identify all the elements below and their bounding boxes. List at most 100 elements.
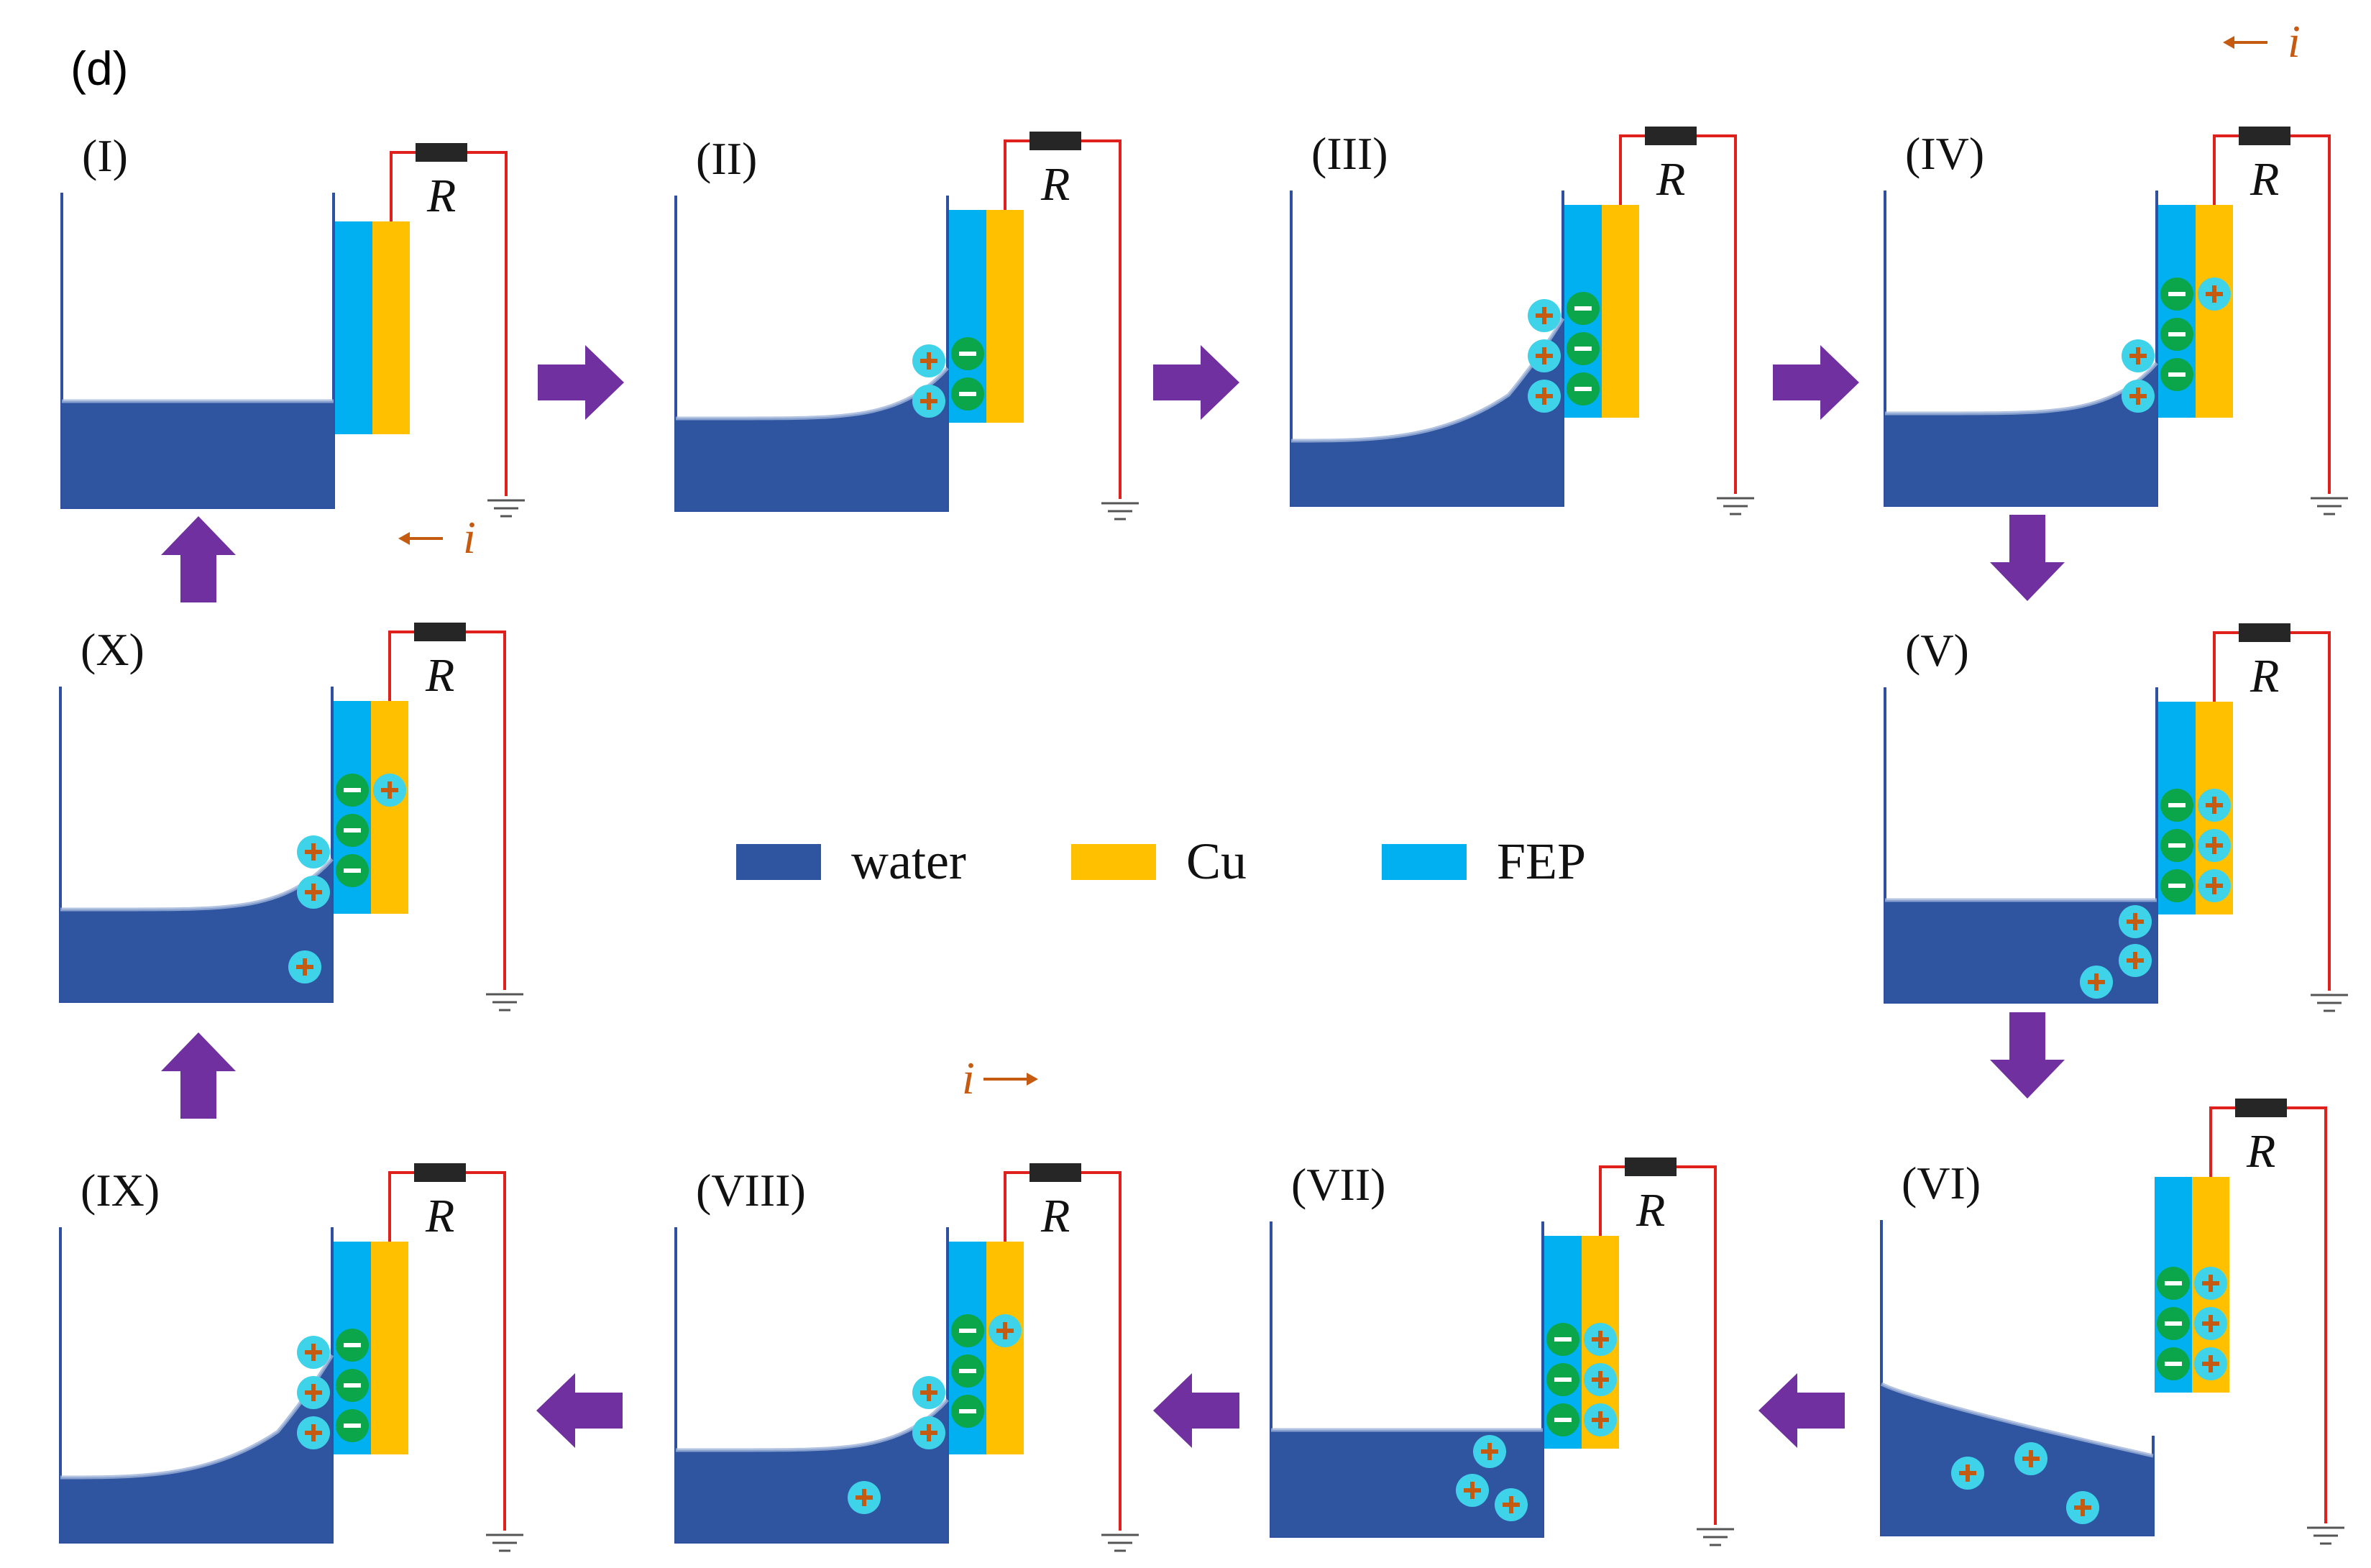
cu-layer (372, 221, 410, 434)
panel-vii: (VII)R (1270, 1157, 1734, 1546)
positive-charge-icon (2194, 1267, 2227, 1300)
negative-charge-icon (951, 337, 984, 370)
resistor-label: R (1636, 1184, 1665, 1237)
negative-charge-icon (336, 854, 369, 887)
legend-swatch (1071, 844, 1156, 880)
cu-layer (371, 1242, 408, 1454)
flow-arrow-down-icon (1990, 1012, 2065, 1099)
resistor-label: R (1040, 1190, 1070, 1242)
positive-charge-icon (297, 1336, 330, 1369)
fep-layer (335, 221, 372, 434)
resistor-icon (414, 623, 466, 641)
flow-arrow-right-icon (538, 345, 624, 420)
positive-charge-icon (1495, 1488, 1528, 1521)
ground-icon (487, 499, 525, 518)
resistor-label: R (2250, 650, 2279, 702)
resistor-icon (1625, 1157, 1677, 1176)
ground-icon (1717, 497, 1754, 515)
panel-vi: (VI)R (1880, 1099, 2344, 1545)
water-body (1885, 363, 2157, 505)
positive-charge-icon (2119, 944, 2152, 977)
flow-arrow-down-icon (1990, 515, 2065, 601)
resistor-icon (1645, 127, 1697, 145)
panel-viii: (VIII) Ri (674, 1053, 1139, 1552)
flow-arrows (161, 345, 2065, 1448)
negative-charge-icon (1567, 292, 1600, 325)
ground-icon (2311, 497, 2348, 515)
positive-charge-icon (912, 385, 945, 418)
water-surface (60, 858, 334, 912)
positive-charge-icon (2080, 966, 2113, 999)
cu-layer (371, 701, 408, 914)
positive-charge-icon (2198, 278, 2231, 311)
resistor-label: R (425, 649, 454, 702)
current-label: i (2288, 16, 2301, 67)
ground-icon (486, 1533, 523, 1552)
ground-icon (486, 993, 523, 1012)
resistor-icon (2235, 1099, 2287, 1117)
panel-ii: (II)R (674, 132, 1139, 521)
negative-charge-icon (1546, 1363, 1579, 1396)
resistor-label: R (1656, 153, 1685, 206)
flow-arrow-left-icon (1153, 1373, 1239, 1448)
negative-charge-icon (336, 1409, 369, 1442)
electrode (335, 221, 410, 434)
circuit: R (1004, 1163, 1139, 1552)
negative-charge-icon (336, 774, 369, 807)
resistor-label: R (1040, 158, 1070, 211)
panel-label: (VIII) (696, 1165, 806, 1216)
water-surface (676, 1398, 949, 1452)
flow-arrow-right-icon (1153, 345, 1239, 420)
current-direction-arrow: i (398, 512, 476, 563)
current-direction-arrow: i (2223, 16, 2301, 67)
negative-charge-icon (336, 814, 369, 847)
negative-charge-icon (951, 1314, 984, 1347)
water-surface (1880, 1382, 2154, 1458)
negative-charge-icon (1546, 1323, 1579, 1356)
cu-layer (1602, 205, 1639, 418)
panel-iii: (III)R (1290, 127, 1754, 515)
positive-charge-icon (1528, 380, 1561, 413)
circuit: R (2213, 127, 2348, 515)
legend-label: FEP (1497, 833, 1586, 890)
resistor-icon (1029, 132, 1081, 150)
panel-i: (I)R (60, 130, 525, 518)
positive-charge-icon (912, 1416, 945, 1449)
positive-charge-icon (2198, 869, 2231, 902)
legend-swatch (1382, 844, 1467, 880)
negative-charge-icon (2160, 358, 2193, 391)
resistor-icon (414, 1163, 466, 1182)
positive-charge-icon (2198, 789, 2231, 822)
figure-label: (d) (70, 42, 129, 95)
panel-ix: (IX)R (59, 1163, 523, 1552)
panel-iv: (IV) Ri (1884, 16, 2348, 515)
water-surface (1885, 362, 2158, 416)
flow-arrow-right-icon (1773, 345, 1859, 420)
negative-charge-icon (1567, 372, 1600, 405)
negative-charge-icon (2160, 318, 2193, 351)
cu-layer (986, 210, 1024, 423)
positive-charge-icon (297, 835, 330, 868)
water-body (1885, 900, 2157, 1002)
panel-label: (IV) (1905, 128, 1984, 179)
positive-charge-icon (288, 950, 321, 984)
current-label: i (962, 1053, 975, 1104)
positive-charge-icon (297, 876, 330, 909)
resistor-icon (1029, 1163, 1081, 1182)
positive-charge-icon (1528, 299, 1561, 332)
positive-charge-icon (2194, 1347, 2227, 1380)
resistor-label: R (426, 170, 456, 222)
panel-v: (V)R (1884, 623, 2348, 1012)
positive-charge-icon (2194, 1307, 2227, 1340)
positive-charge-icon (989, 1314, 1022, 1347)
positive-charge-icon (1584, 1403, 1617, 1436)
circuit: R (1619, 127, 1754, 515)
water-body (62, 401, 334, 508)
negative-charge-icon (2160, 869, 2193, 902)
positive-charge-icon (1456, 1474, 1489, 1507)
cu-layer (986, 1242, 1024, 1454)
negative-charge-icon (2157, 1267, 2190, 1300)
ground-icon (1101, 1533, 1139, 1552)
